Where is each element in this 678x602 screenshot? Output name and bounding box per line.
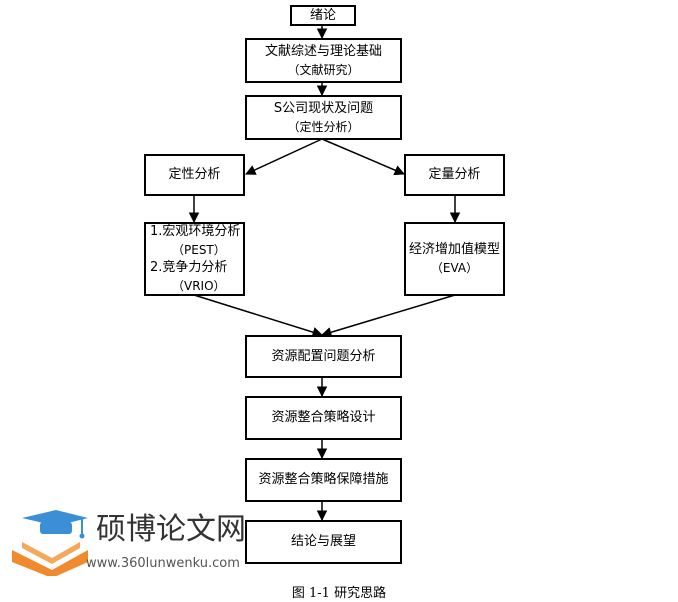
- node-literature-line2: （文献研究）: [287, 62, 360, 77]
- arrow-status-to-qualitative: [245, 138, 323, 175]
- graduation-cap-book-icon: [12, 510, 88, 576]
- node-eva-line2: （EVA）: [430, 261, 479, 275]
- node-status-line2: （定性分析）: [287, 119, 360, 134]
- node-quantitative: 定量分析: [404, 154, 505, 196]
- watermark: 硕博论文网 www.360lunwenku.com: [12, 510, 262, 580]
- node-literature: 文献综述与理论基础 （文献研究）: [245, 38, 402, 83]
- node-status: S公司现状及问题 （定性分析）: [245, 95, 402, 140]
- node-allocation-label: 资源配置问题分析: [271, 348, 376, 364]
- node-methods: 1.宏观环境分析 （PEST） 2.竞争力分析 （VRIO）: [144, 222, 245, 296]
- node-safeguard-label: 资源整合策略保障措施: [258, 472, 389, 487]
- node-qualitative-label: 定性分析: [168, 167, 221, 182]
- node-design: 资源整合策略设计: [245, 396, 402, 440]
- node-intro: 绪论: [290, 5, 356, 26]
- node-status-line1: S公司现状及问题: [273, 100, 374, 116]
- node-methods-item2-sub: （VRIO）: [172, 279, 226, 293]
- node-qualitative: 定性分析: [144, 154, 245, 196]
- arrow-status-to-quantitative: [321, 138, 405, 176]
- node-eva-line1: 经济增加值模型: [408, 242, 500, 257]
- watermark-url: www.360lunwenku.com: [86, 556, 240, 571]
- node-methods-item2: 2.竞争力分析: [150, 260, 228, 275]
- node-quantitative-label: 定量分析: [428, 167, 481, 182]
- node-conclusion-label: 结论与展望: [290, 534, 356, 549]
- node-design-label: 资源整合策略设计: [271, 410, 376, 425]
- figure-caption: 图 1-1 研究思路: [291, 586, 387, 601]
- node-methods-item1: 1.宏观环境分析: [150, 224, 241, 239]
- node-allocation: 资源配置问题分析: [245, 335, 402, 378]
- node-literature-line1: 文献综述与理论基础: [264, 43, 382, 59]
- node-conclusion: 结论与展望: [245, 520, 402, 564]
- arrow-methods-to-allocation: [193, 294, 324, 338]
- watermark-title: 硕博论文网: [96, 512, 246, 547]
- node-safeguard: 资源整合策略保障措施: [245, 458, 402, 502]
- arrow-eva-to-allocation: [320, 294, 456, 338]
- node-methods-item1-sub: （PEST）: [172, 243, 226, 257]
- node-eva: 经济增加值模型 （EVA）: [404, 222, 505, 296]
- node-intro-label: 绪论: [309, 7, 336, 23]
